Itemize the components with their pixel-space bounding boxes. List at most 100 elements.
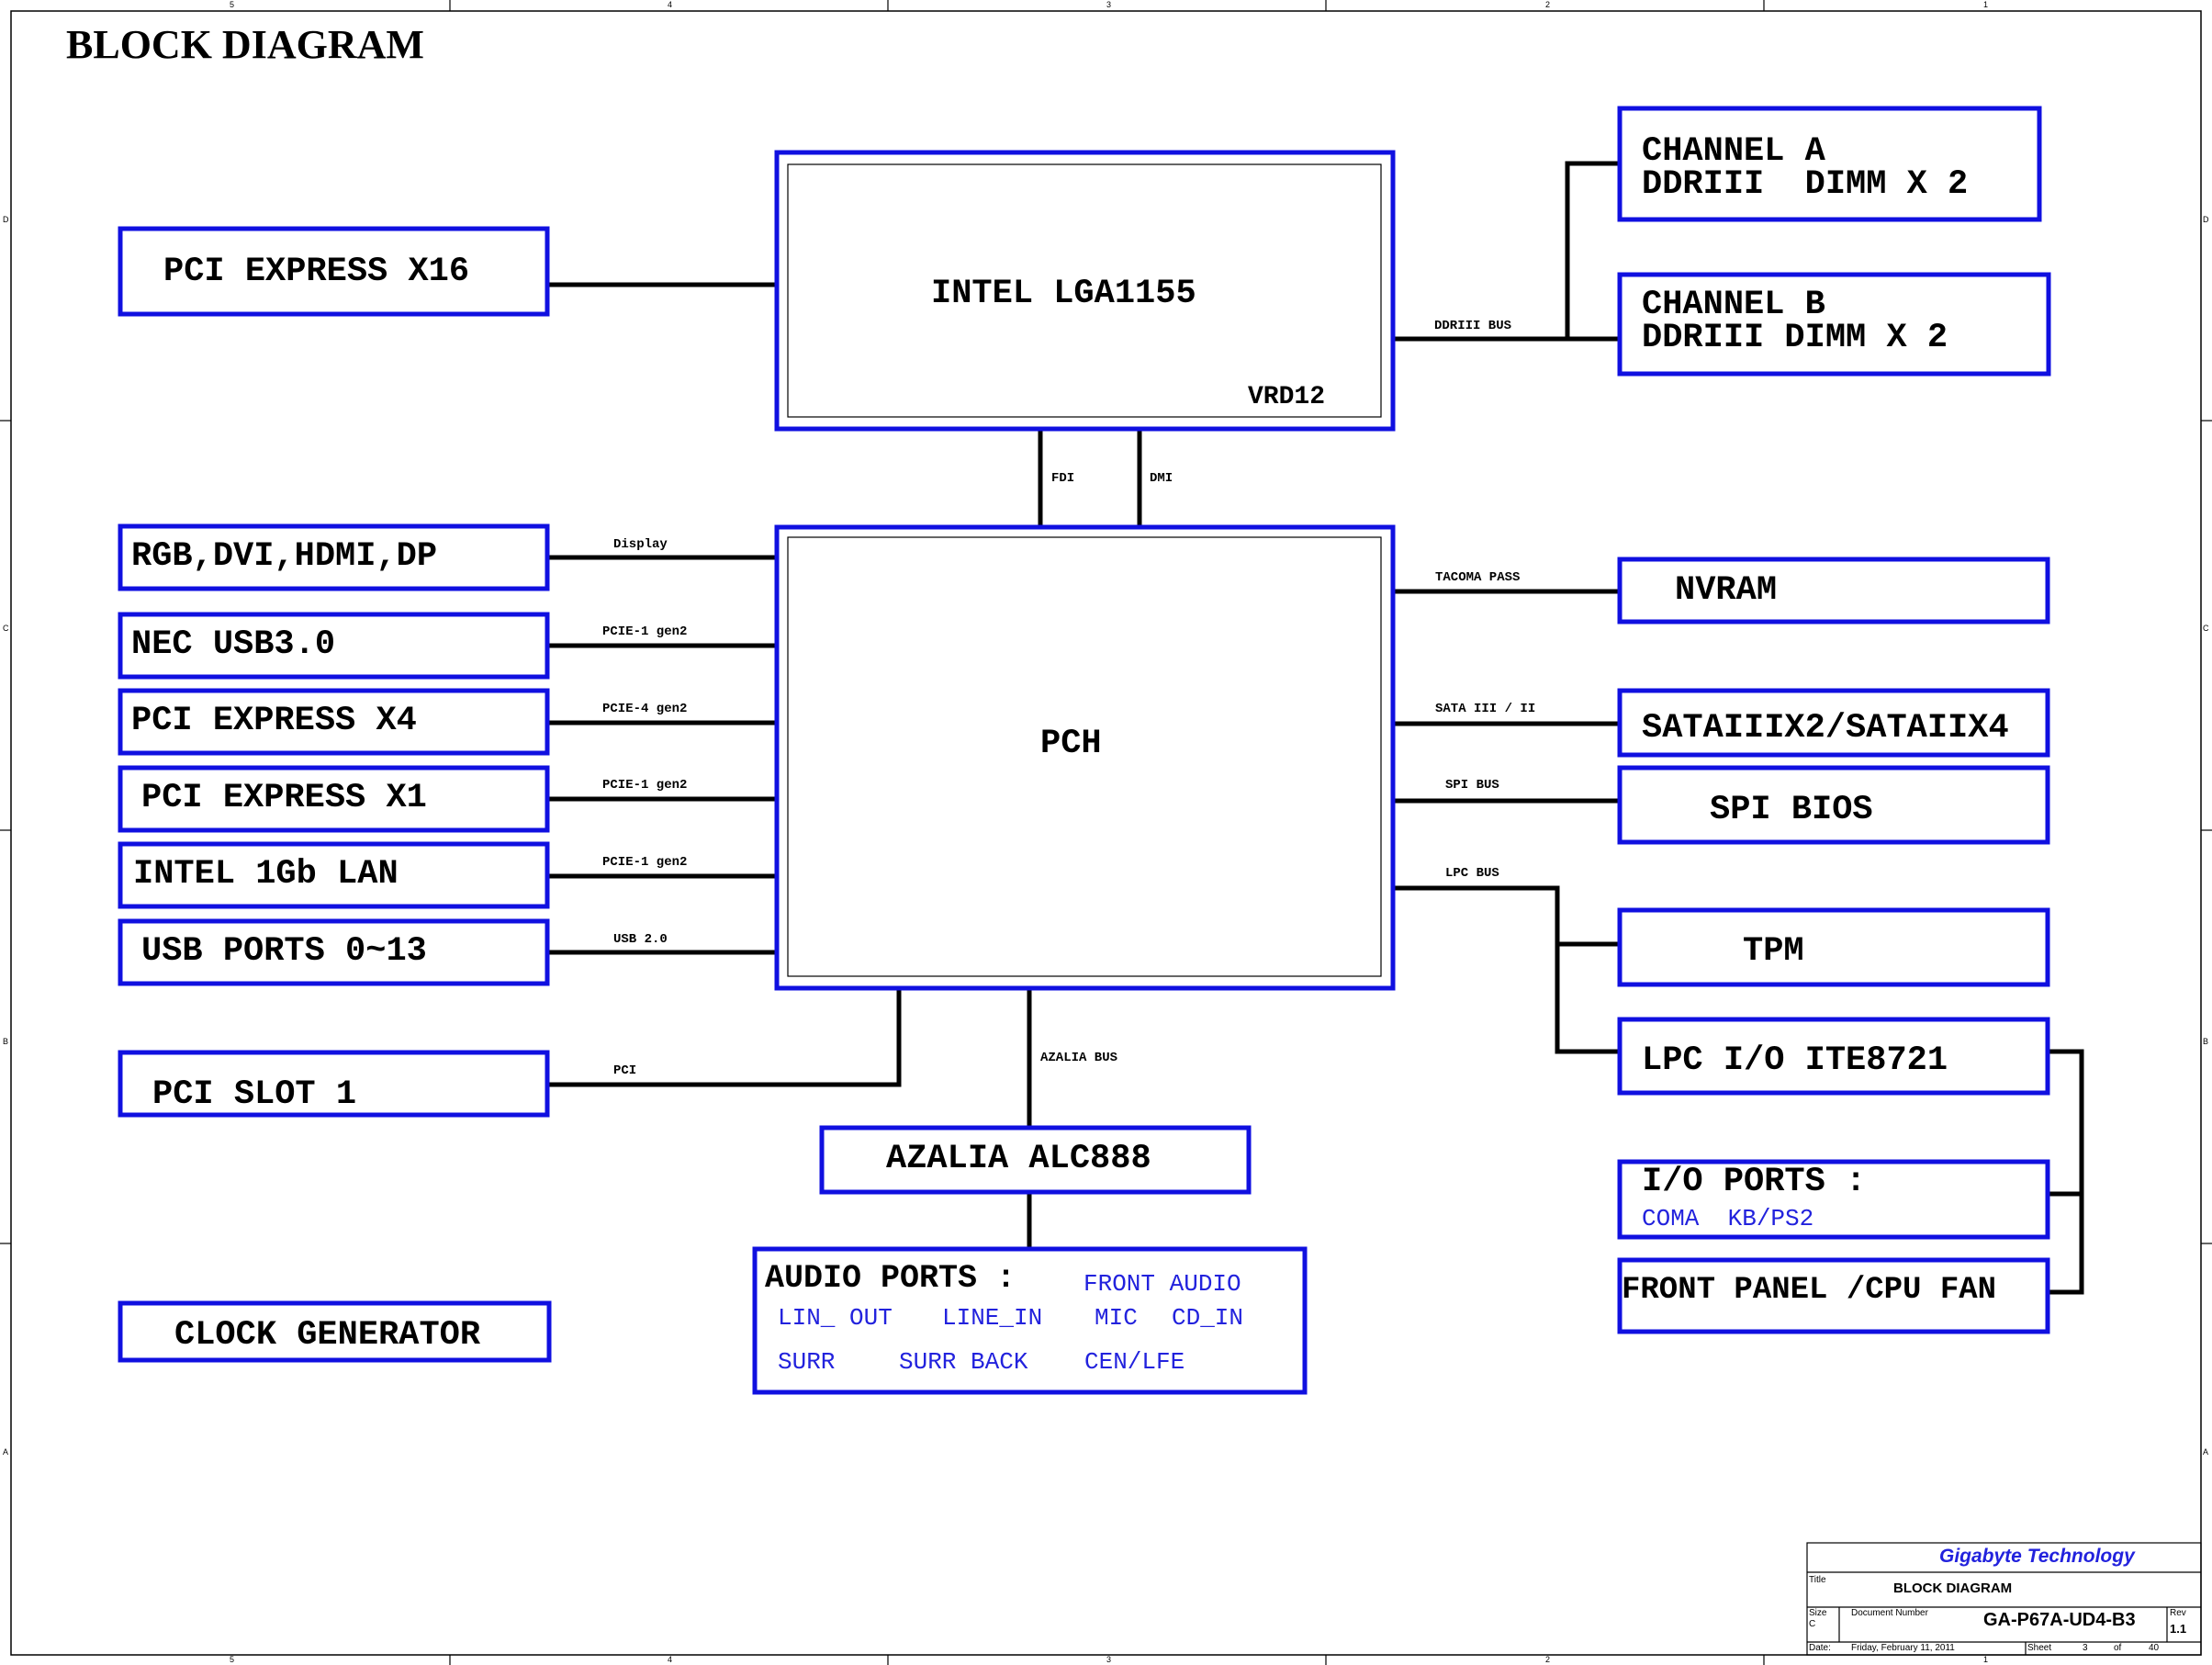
bus-label-tacoma: TACOMA PASS <box>1435 570 1521 585</box>
bus-label-nec: PCIE-1 gen2 <box>602 624 688 639</box>
front-panel-box <box>1617 1257 2050 1334</box>
audio-ports-title: AUDIO PORTS : <box>765 1260 1016 1297</box>
col-label-2-bottom: 2 <box>1545 1655 1551 1664</box>
row-label-d-right: D <box>2203 215 2209 224</box>
row-label-b: B <box>3 1037 9 1046</box>
date-value: Friday, February 11, 2011 <box>1851 1643 1955 1653</box>
bus-label-pci: PCI <box>613 1063 637 1078</box>
bus-label-dmi: DMI <box>1150 471 1173 486</box>
nec-box <box>118 612 550 680</box>
pcie-x1-label: PCI EXPRESS X1 <box>141 779 427 817</box>
channel-b-line1: CHANNEL B <box>1642 286 1825 324</box>
bus-label-spi: SPI BUS <box>1445 778 1499 793</box>
pcie-x16-box <box>118 226 550 317</box>
audio-lin-out: LIN_ OUT <box>778 1304 893 1332</box>
sata-box <box>1617 688 2050 758</box>
cpu-box <box>774 150 1396 432</box>
sheet-field-label: Sheet <box>2027 1643 2052 1653</box>
pch-box <box>774 524 1396 991</box>
clock-box <box>118 1300 552 1363</box>
wire-ddr-a <box>1393 161 1620 342</box>
audio-line-in: LINE_IN <box>942 1304 1043 1332</box>
audio-surr-back: SURR BACK <box>899 1348 1028 1376</box>
pch-label: PCH <box>1040 725 1102 763</box>
of-label: of <box>2114 1643 2122 1653</box>
x4-box <box>118 688 550 756</box>
audio-mic: MIC <box>1095 1304 1138 1332</box>
display-out-label: RGB,DVI,HDMI,DP <box>131 537 438 576</box>
azalia-label: AZALIA ALC888 <box>886 1140 1151 1178</box>
bus-label-usb: USB 2.0 <box>613 932 668 947</box>
io-ports-title: I/O PORTS : <box>1642 1163 1867 1201</box>
bus-label-x4: PCIE-4 gen2 <box>602 702 688 716</box>
channel-a-line2: DDRIII DIMM X 2 <box>1642 165 1969 204</box>
azalia-box <box>819 1125 1252 1195</box>
pci-slot-label: PCI SLOT 1 <box>152 1075 357 1114</box>
row-label-b-right: B <box>2203 1037 2209 1046</box>
audio-front: FRONT AUDIO <box>1084 1270 1241 1298</box>
bus-label-ddr: DDRIII BUS <box>1434 319 1512 333</box>
tpm-box <box>1617 907 2050 987</box>
nvram-box <box>1617 557 2050 624</box>
audio-surr: SURR <box>778 1348 836 1376</box>
sheet-frame <box>10 10 2202 1656</box>
col-label-5: 5 <box>230 0 235 9</box>
block-boxes <box>118 106 2051 1395</box>
document-number: GA-P67A-UD4-B3 <box>1983 1610 2136 1630</box>
row-label-a-right: A <box>2203 1447 2209 1457</box>
col-label-1: 1 <box>1983 0 1989 9</box>
lpc-box <box>1617 1017 2050 1096</box>
sheet-number: 3 <box>2083 1643 2088 1653</box>
cpu-inner-frame <box>787 163 1382 418</box>
bus-label-sata: SATA III / II <box>1435 702 1536 716</box>
audio-box <box>752 1246 1308 1395</box>
bus-label-lpc: LPC BUS <box>1445 866 1499 881</box>
row-label-a: A <box>3 1447 9 1457</box>
lan-box <box>118 841 550 909</box>
channel-a-box <box>1617 106 2042 222</box>
bus-label-fdi: FDI <box>1051 471 1075 486</box>
channel-b-box <box>1617 272 2051 377</box>
col-label-5-bottom: 5 <box>230 1655 235 1664</box>
x1-box <box>118 765 550 833</box>
col-label-3: 3 <box>1106 0 1112 9</box>
pcie-x16-label: PCI EXPRESS X16 <box>163 253 470 291</box>
col-label-4-bottom: 4 <box>668 1655 673 1664</box>
clock-gen-label: CLOCK GENERATOR <box>174 1316 481 1355</box>
rev-field-label: Rev <box>2170 1608 2186 1618</box>
cpu-label: INTEL LGA1155 <box>931 275 1196 313</box>
bus-label-azalia: AZALIA BUS <box>1040 1051 1118 1065</box>
sheet-title: BLOCK DIAGRAM <box>1893 1581 2013 1596</box>
row-label-c: C <box>3 624 9 633</box>
wires <box>547 161 2084 1295</box>
channel-b-line2: DDRIII DIMM X 2 <box>1642 319 1948 357</box>
bus-label-lan: PCIE-1 gen2 <box>602 855 688 870</box>
usb-box <box>118 918 550 986</box>
sata-label: SATAIIIX2/SATAIIX4 <box>1642 709 2009 748</box>
wire-pci <box>547 988 902 1087</box>
col-label-3-bottom: 3 <box>1106 1655 1112 1664</box>
spi-box <box>1617 765 2050 845</box>
page-title: BLOCK DIAGRAM <box>66 22 424 67</box>
audio-cen-lfe: CEN/LFE <box>1084 1348 1185 1376</box>
audio-cd-in: CD_IN <box>1172 1304 1244 1332</box>
io-ports-box <box>1617 1159 2050 1240</box>
title-field-label: Title <box>1809 1575 1826 1585</box>
bus-label-x1: PCIE-1 gen2 <box>602 778 688 793</box>
pcie-x4-label: PCI EXPRESS X4 <box>131 702 417 740</box>
pch-inner-frame <box>787 536 1382 977</box>
pci-slot-box <box>118 1050 550 1118</box>
row-label-d: D <box>3 215 9 224</box>
bus-label-display: Display <box>613 537 668 552</box>
intel-lan-label: INTEL 1Gb LAN <box>133 855 399 894</box>
usb-ports-label: USB PORTS 0~13 <box>141 932 427 971</box>
spi-bios-label: SPI BIOS <box>1710 791 1873 829</box>
front-panel-label: FRONT PANEL /CPU FAN <box>1622 1273 1997 1308</box>
sheet-total: 40 <box>2149 1643 2160 1653</box>
wire-lpc <box>1393 885 1620 1054</box>
revision: 1.1 <box>2170 1622 2187 1636</box>
cpu-vrd-label: VRD12 <box>1248 383 1326 411</box>
title-block-lines <box>1806 1542 2202 1656</box>
